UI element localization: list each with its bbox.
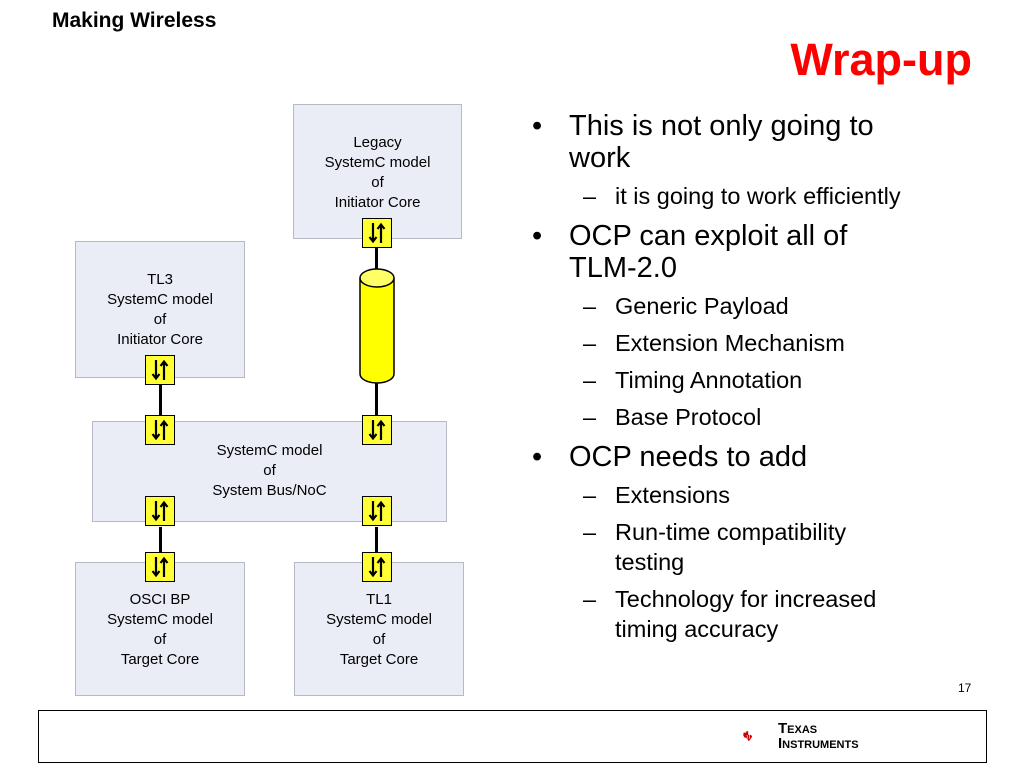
slide-title: Wrap-up: [790, 34, 972, 85]
box-line: SystemC model: [216, 442, 323, 459]
box-line: of: [372, 631, 386, 648]
dash-glyph: –: [583, 586, 597, 612]
bullet-item: • This is not only going to work: [532, 110, 982, 174]
tl1-target-box: TL1 SystemC model of Target Core: [294, 562, 464, 696]
bullet-glyph: •: [532, 220, 543, 252]
sub-bullet-item: – Timing Annotation: [532, 365, 982, 395]
port-legacy-initiator-icon: [362, 218, 392, 248]
box-line: TL1: [366, 591, 392, 608]
footer-bar: [38, 710, 987, 763]
box-line: of: [153, 311, 167, 328]
box-line: of: [153, 631, 167, 648]
sub-bullet-item: – Extension Mechanism: [532, 328, 982, 358]
osci-target-box: OSCI BP SystemC model of Target Core: [75, 562, 245, 696]
bullet-list: • This is not only going to work – it is…: [532, 110, 982, 644]
sub-bullet-text: Generic Payload: [615, 293, 789, 319]
box-line: Initiator Core: [334, 194, 421, 211]
bullet-item: • OCP needs to add: [532, 441, 982, 473]
box-line: SystemC model: [107, 611, 213, 628]
wire-bus-osci: [159, 527, 162, 552]
dash-glyph: –: [583, 519, 597, 545]
logo-texas: Texas: [778, 720, 818, 737]
sub-bullet-text: Extension Mechanism: [615, 330, 845, 356]
dash-glyph: –: [583, 367, 597, 393]
box-line: OSCI BP: [129, 591, 191, 608]
dash-glyph: –: [583, 482, 597, 508]
sub-bullet-item: – Run-time compatibility testing: [532, 517, 982, 577]
channel-cylinder-icon: [359, 268, 395, 384]
wire-tl3-bus: [159, 383, 162, 416]
bullet-glyph: •: [532, 110, 543, 142]
sub-bullet-item: – Extensions: [532, 480, 982, 510]
dash-glyph: –: [583, 293, 597, 319]
sub-bullet-item: – Base Protocol: [532, 402, 982, 432]
page-number: 17: [958, 681, 972, 695]
ti-logo-wordmark: Texas Instruments: [778, 721, 859, 751]
bullet-item: • OCP can exploit all of TLM-2.0: [532, 220, 982, 284]
box-line: SystemC model: [324, 154, 431, 171]
port-tl3-initiator-icon: [145, 355, 175, 385]
box-line: System Bus/NoC: [212, 482, 327, 499]
box-line: Legacy: [353, 134, 402, 151]
dash-glyph: –: [583, 183, 597, 209]
legacy-initiator-box: Legacy SystemC model of Initiator Core: [293, 104, 462, 239]
box-line: SystemC model: [107, 291, 213, 308]
bullet-text-line: OCP can exploit all of: [569, 220, 848, 252]
sub-bullet-text-line: Run-time compatibility: [615, 519, 847, 545]
box-line: Target Core: [120, 651, 200, 668]
port-tl1-target-icon: [362, 552, 392, 582]
sub-bullet-item: – Generic Payload: [532, 291, 982, 321]
texas-state-icon: [743, 731, 753, 742]
sub-bullet-text: Base Protocol: [615, 404, 762, 430]
box-line: Target Core: [339, 651, 419, 668]
bullet-text-line: OCP needs to add: [569, 441, 808, 473]
sub-bullet-text: Extensions: [615, 482, 730, 508]
dash-glyph: –: [583, 330, 597, 356]
dash-glyph: –: [583, 404, 597, 430]
bullet-text-line: TLM-2.0: [569, 252, 677, 284]
bullet-text-line: This is not only going to: [569, 110, 874, 142]
box-line: Initiator Core: [117, 331, 203, 348]
wire-bus-tl1: [375, 527, 378, 552]
box-line: SystemC model: [326, 611, 432, 628]
bullet-glyph: •: [532, 441, 543, 473]
logo-instruments: Instruments: [778, 735, 859, 752]
box-line: TL3: [147, 271, 173, 288]
wire-legacy-channel: [375, 248, 378, 274]
brand-title: Making Wireless: [52, 9, 217, 32]
port-bus-tl3-icon: [145, 415, 175, 445]
bullet-text-line: work: [569, 142, 631, 174]
port-bus-osci-icon: [145, 496, 175, 526]
sub-bullet-text: it is going to work efficiently: [615, 183, 901, 209]
box-line: of: [263, 462, 276, 479]
sub-bullet-item: – it is going to work efficiently: [532, 181, 982, 211]
wire-channel-bus: [375, 381, 378, 417]
sub-bullet-text: Timing Annotation: [615, 367, 803, 393]
sub-bullet-text-line: testing: [615, 549, 685, 575]
sub-bullet-text-line: Technology for increased: [615, 586, 877, 612]
port-bus-legacy-icon: [362, 415, 392, 445]
sub-bullet-text-line: timing accuracy: [615, 616, 779, 642]
port-osci-target-icon: [145, 552, 175, 582]
sub-bullet-item: – Technology for increased timing accura…: [532, 584, 982, 644]
box-line: of: [371, 174, 384, 191]
port-bus-tl1-icon: [362, 496, 392, 526]
